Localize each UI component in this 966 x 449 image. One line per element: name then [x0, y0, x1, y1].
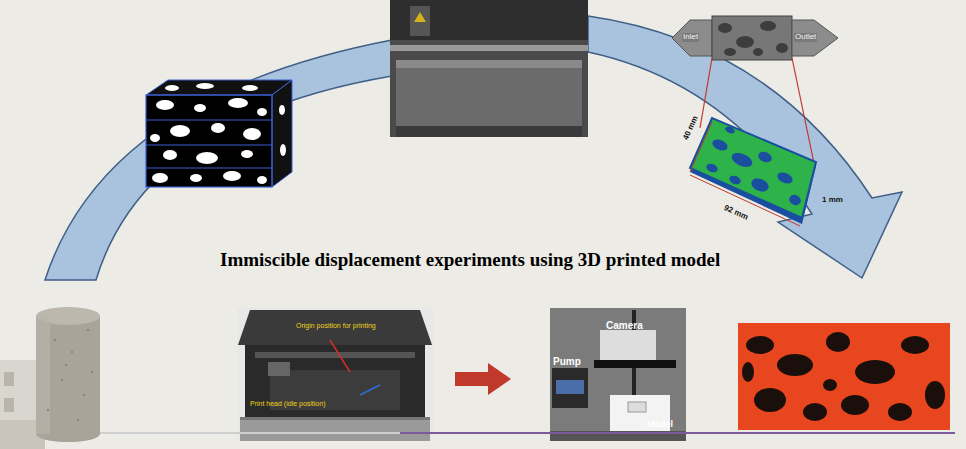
divider-line — [100, 432, 400, 434]
diagram-title: Immiscible displacement experiments usin… — [220, 250, 720, 271]
divider-line — [100, 432, 955, 434]
photo-annotation: Origin position for printing — [296, 322, 376, 330]
printer-photo — [237, 308, 433, 441]
dimension-label: 92 mm — [722, 204, 749, 222]
photo-annotation: Print head (idle position) — [250, 400, 326, 408]
displacement-image — [738, 323, 950, 430]
printer-interior-photo — [390, 0, 588, 137]
photo-annotation: Pump — [553, 356, 581, 367]
ct-slice-cube — [146, 80, 292, 187]
photo-annotation: Camera — [606, 320, 643, 331]
dimension-label: 1 mm — [822, 196, 843, 205]
flow-arrow — [455, 363, 511, 395]
port-label: Outlet — [794, 33, 817, 42]
printed-model — [690, 118, 816, 226]
dimension-label: 40 mm — [682, 115, 700, 142]
rock-core — [36, 307, 100, 442]
process-arrow — [45, 40, 392, 280]
port-label: Inlet — [682, 33, 699, 42]
photo-annotation: Model — [647, 420, 673, 430]
setup-photo — [550, 308, 686, 441]
process-arrow — [588, 16, 902, 278]
